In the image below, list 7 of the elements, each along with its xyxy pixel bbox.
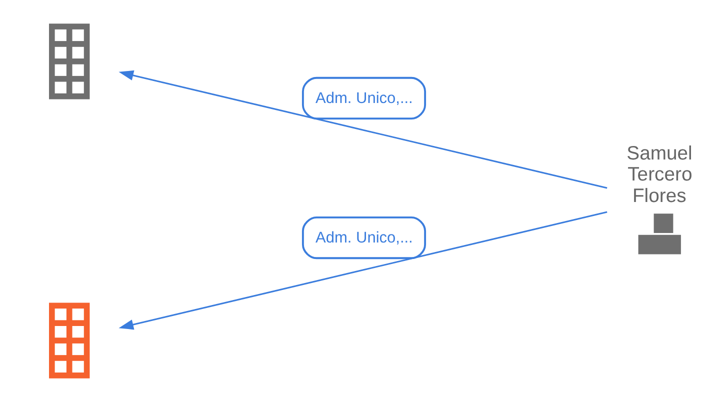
node-building — [49, 302, 90, 378]
edge-label: Adm. Unico,... — [316, 229, 413, 246]
arrow — [118, 70, 608, 189]
arrow — [118, 211, 608, 330]
node-building — [49, 24, 90, 100]
node-label: Samuel Tercero Flores — [626, 142, 692, 207]
edge-label: Adm. Unico,... — [316, 90, 413, 107]
